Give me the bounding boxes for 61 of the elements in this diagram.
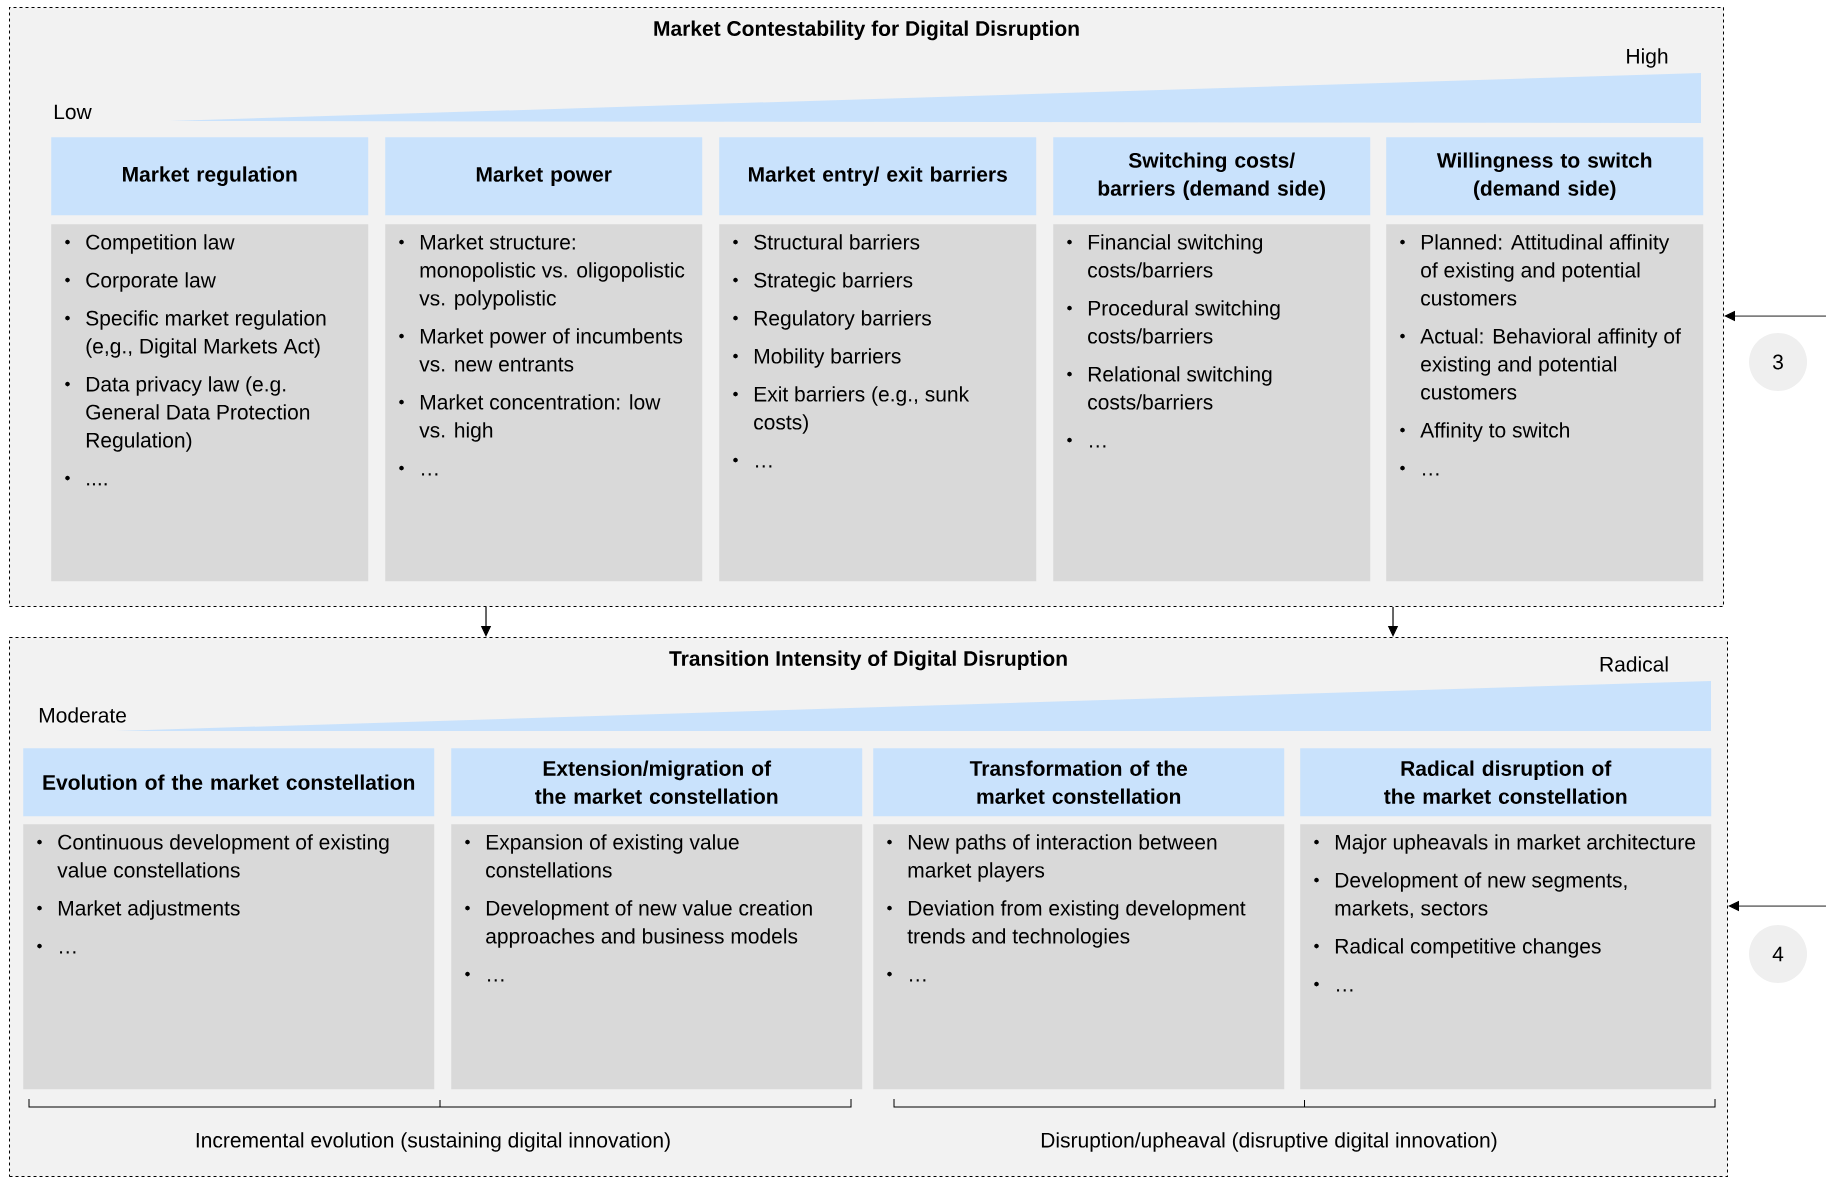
list-item: New paths of interaction between market players — [887, 834, 1217, 882]
list-item: Major upheavals in market architecture — [1314, 834, 1696, 854]
list-item: Affinity to switch — [1400, 422, 1569, 442]
list-item: … — [399, 465, 438, 476]
list-item: Market structure: monopolistic vs. oligopolistic vs. polypolistic — [399, 234, 685, 310]
list-item: Relational switching costs/barriers — [1067, 366, 1272, 410]
bracket-label: Incremental evolution (sustaining digital innovation) — [196, 1132, 670, 1152]
content-box — [873, 824, 1285, 1090]
scale-label: Moderate — [39, 707, 126, 723]
list-item: Specific market regulation (e,g., Digital Markets Act) — [65, 310, 326, 358]
list-item: … — [37, 943, 76, 954]
list-item: Competition law — [65, 234, 235, 254]
list-item: Market concentration: low vs. high — [399, 394, 661, 442]
content-box — [719, 224, 1037, 582]
bracket-label: Disruption/upheaval (disruptive digital innovation) — [1041, 1132, 1497, 1152]
step-number: 3 — [1749, 333, 1807, 391]
header-box: Market entry/ exit barriers — [719, 137, 1037, 216]
list-item: Development of new value creation approaches and business models — [465, 900, 812, 948]
scale-label: High — [1627, 48, 1668, 68]
list-item: Actual: Behavioral affinity of existing and potential customers — [1400, 328, 1681, 400]
list-item: Mobility barriers — [733, 348, 901, 368]
list-item: Development of new segments, markets, sectors — [1314, 872, 1627, 919]
list-item: … — [1067, 437, 1106, 448]
content-box — [1386, 224, 1704, 582]
content-box — [1053, 224, 1371, 582]
step-number: 4 — [1749, 925, 1807, 983]
list-item: Continuous development of existing value constellations — [37, 834, 389, 878]
list-item: Corporate law — [65, 272, 216, 292]
list-item: Data privacy law (e.g. General Data Protection Regulation) — [65, 376, 310, 452]
content-box — [51, 224, 369, 582]
list-item: Expansion of existing value constellations — [465, 834, 739, 878]
header-box: Extension/migration of the market constellation — [451, 748, 863, 817]
header-box: Transformation of the market constellation — [873, 748, 1285, 817]
list-item: Market adjustments — [37, 900, 240, 920]
content-box — [1300, 824, 1712, 1090]
content-box — [451, 824, 863, 1090]
header-box: Switching costs/ barriers (demand side) — [1053, 137, 1371, 216]
list-item: Financial switching costs/barriers — [1067, 234, 1263, 278]
header-box: Evolution of the market constellation — [23, 748, 435, 817]
list-item: Structural barriers — [733, 234, 920, 250]
list-item: … — [1314, 981, 1353, 992]
header-box: Willingness to switch (demand side) — [1386, 137, 1704, 216]
list-item: Radical competitive changes — [1314, 938, 1601, 958]
list-item: .... — [65, 475, 107, 486]
header-box: Market power — [385, 137, 703, 216]
list-item: Strategic barriers — [733, 272, 913, 292]
scale-label: Radical — [1600, 656, 1668, 672]
list-item: Market power of incumbents vs. new entrants — [399, 328, 683, 372]
list-item: … — [733, 457, 772, 468]
list-item: Exit barriers (e.g., sunk costs) — [733, 386, 970, 434]
list-item: … — [887, 971, 926, 982]
list-item: Deviation from existing development trends and technologies — [887, 900, 1246, 948]
content-box — [23, 824, 435, 1090]
list-item: … — [1400, 465, 1439, 476]
list-item: … — [465, 971, 504, 982]
list-item: Regulatory barriers — [733, 310, 931, 330]
header-box: Market regulation — [51, 137, 369, 216]
content-box — [385, 224, 703, 582]
list-item: Planned: Attitudinal affinity of existing and potential customers — [1400, 234, 1670, 306]
header-box: Radical disruption of the market constellation — [1300, 748, 1712, 817]
list-item: Procedural switching costs/barriers — [1067, 300, 1280, 344]
